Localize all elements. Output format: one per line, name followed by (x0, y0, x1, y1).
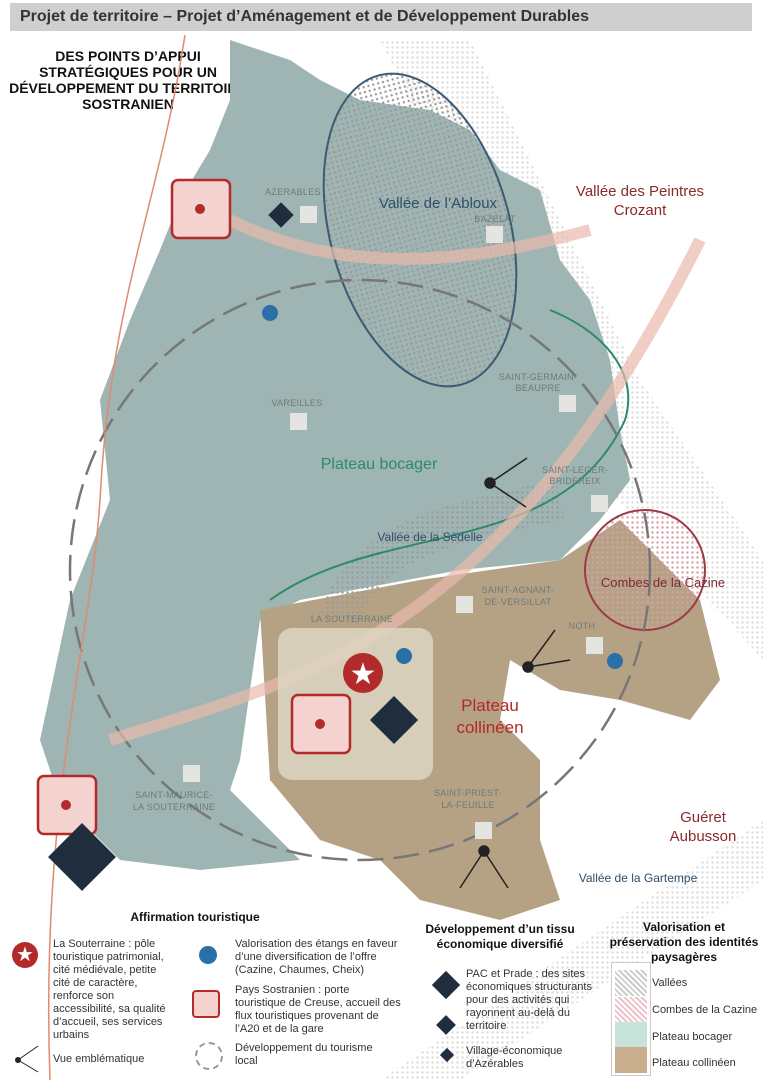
region-label: Plateau bocager (321, 456, 438, 473)
region-label: Crozant (614, 202, 667, 219)
place-label: LA SOUTERRAINE (311, 614, 393, 624)
legend-vue: Vue emblématique (53, 1053, 145, 1065)
pond-dot-icon (607, 653, 623, 669)
swatch-bocager (615, 1022, 647, 1048)
place-label: SAINT-AGNANT- (482, 585, 555, 595)
legend-porte: Pays Sostranien : porte touristique de C… (235, 984, 401, 1035)
plateau-collineen-area (260, 520, 720, 920)
place-label: LA SOUTERRAINE (133, 802, 215, 812)
legend-tourism-title: Affirmation touristique (130, 910, 260, 924)
tourist-flow-arrow (108, 237, 706, 746)
place-label: BEAUPRE (515, 383, 560, 393)
economic-site-diamond-icon (369, 695, 419, 745)
valley-band-gartempe (380, 820, 763, 1080)
map-title-line: DES POINTS D’APPUI (55, 48, 201, 64)
place-label: LA-FEUILLE (441, 800, 495, 810)
legend-collineen: Plateau collinéen (652, 1057, 736, 1069)
star-glyph: ★ (350, 658, 377, 691)
swatch-cazine (615, 997, 647, 1023)
pond-dot-icon (262, 305, 278, 321)
map-title-line: STRATÉGIQUES POUR UN (39, 64, 217, 80)
region-label: Aubusson (670, 828, 737, 845)
page-title: Projet de territoire – Projet d’Aménagem… (10, 3, 752, 31)
legend-local: Développement du tourisme local (235, 1042, 373, 1067)
gate-icon (195, 204, 205, 214)
view-icon (459, 845, 509, 889)
gate-icon (192, 990, 220, 1018)
map-title: DES POINTS D’APPUI STRATÉGIQUES POUR UN … (8, 48, 248, 112)
legend-vallees: Vallées (652, 977, 688, 989)
combes-cazine-area (584, 509, 706, 631)
la-souterraine-star-icon (343, 653, 383, 693)
place-label: NOTH (569, 621, 596, 631)
legend-pac: PAC et Prade : des sites économiques str… (466, 968, 592, 1032)
place-label: SAINT-GERMAIN- (499, 372, 577, 382)
view-icon (522, 629, 571, 673)
place-label: SAINT-MAURICE- (135, 790, 213, 800)
tourism-circle (68, 278, 652, 862)
place-label: VAREILLES (271, 398, 322, 408)
region-label: Plateau (461, 696, 519, 715)
legend-paysage-title: Valorisation et préservation des identit… (609, 920, 759, 964)
gate-icon (61, 800, 71, 810)
region-label: Combes de la Cazine (601, 575, 725, 590)
legend-cazine: Combes de la Cazine (652, 1004, 758, 1016)
gate-icon (315, 719, 325, 729)
map-title-line: SOSTRANIEN (82, 96, 174, 112)
region-label: collinéen (456, 718, 523, 737)
place-label: BAZELAT (474, 214, 516, 224)
region-label: Vallée de la Sédelle (377, 530, 483, 544)
pond-dot-icon (199, 946, 217, 964)
place-label: BRIDEREIX (549, 476, 600, 486)
tourist-flow-arrow (227, 214, 592, 265)
view-icon (484, 457, 528, 508)
place-label: SAINT-PRIEST- (434, 788, 502, 798)
region-label: Vallée de la Gartempe (579, 871, 698, 885)
legend-village: Village-économique d’Azérables (466, 1045, 563, 1070)
legend-etangs: Valorisation des étangs en faveur d’une … (235, 938, 398, 976)
dashed-circle-icon (195, 1042, 223, 1070)
village-markers (183, 206, 608, 839)
pond-dot-icon (396, 648, 412, 664)
legend-eco-title: Développement d’un tissu économique dive… (425, 922, 575, 951)
legend-souterraine: La Souterraine : pôle touristique patrim… (53, 938, 166, 1041)
view-icon (15, 1045, 39, 1073)
legend-bocager: Plateau bocager (652, 1031, 733, 1043)
place-label: DE-VERSILLAT (485, 597, 552, 607)
map-title-line: DÉVELOPPEMENT DU TERRITOIRE (9, 80, 247, 96)
plateau-bocager-boundary (269, 309, 630, 601)
village-economique-diamond-icon (268, 202, 294, 228)
star-icon: ★ (12, 942, 38, 968)
place-label: AZERABLES (265, 187, 321, 197)
swatch-vallees (615, 970, 647, 996)
place-label: SAINT-LEGER- (542, 465, 608, 475)
region-label: Vallée de l’Abloux (379, 195, 498, 212)
region-label: Guéret (680, 809, 727, 826)
region-label: Vallée des Peintres (576, 183, 704, 200)
swatch-collineen (615, 1047, 647, 1073)
